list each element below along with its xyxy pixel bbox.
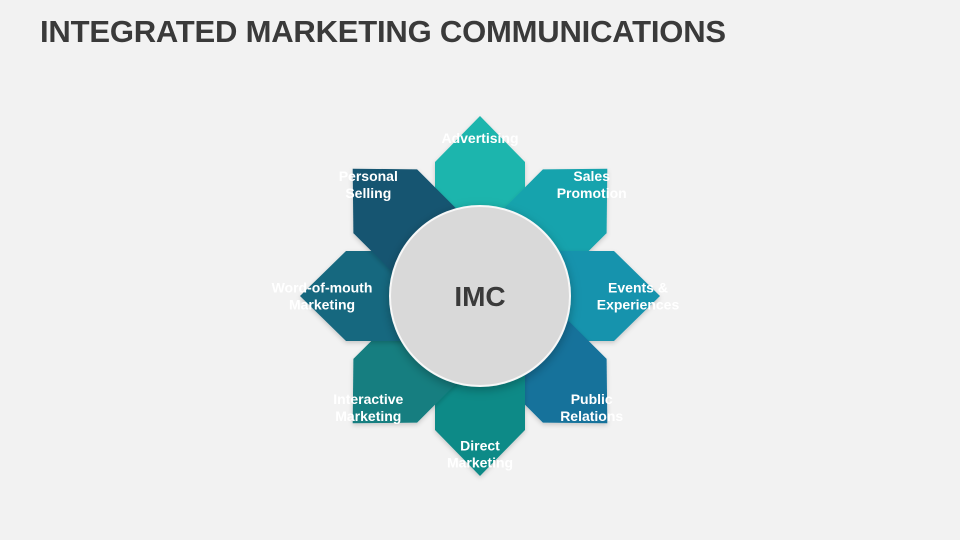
petal-label-direct-marketing: Direct — [460, 438, 500, 454]
petal-label-events-experiences: Events & — [608, 280, 668, 296]
petal-label-sales-promotion: Promotion — [557, 185, 627, 201]
petal-label-sales-promotion: Sales — [573, 168, 610, 184]
petal-label-personal-selling: Personal — [339, 168, 398, 184]
petal-label-word-of-mouth-marketing: Marketing — [289, 297, 355, 313]
hub-label: IMC — [454, 281, 505, 312]
petal-label-word-of-mouth-marketing: Word-of-mouth — [272, 280, 373, 296]
petal-label-interactive-marketing: Interactive — [333, 391, 403, 407]
petal-label-direct-marketing: Marketing — [447, 455, 513, 471]
petal-label-advertising: Advertising — [441, 130, 518, 146]
petal-label-personal-selling: Selling — [345, 185, 391, 201]
slide-title: INTEGRATED MARKETING COMMUNICATIONS — [40, 14, 726, 49]
hub-circle — [389, 205, 571, 387]
petal-label-interactive-marketing: Marketing — [335, 408, 401, 424]
petal-label-public-relations: Relations — [560, 408, 623, 424]
petal-label-public-relations: Public — [571, 391, 613, 407]
petal-label-events-experiences: Experiences — [597, 297, 680, 313]
